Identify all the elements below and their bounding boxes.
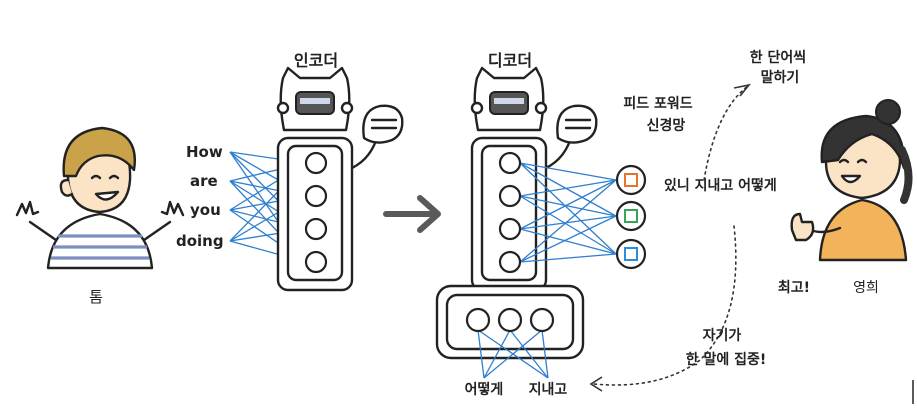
decoder-node-3 <box>498 250 522 274</box>
decoder-wire-0-2 <box>519 162 617 255</box>
decoder-input-word-2: 지내고 <box>529 382 568 398</box>
output-node-0 <box>615 164 647 196</box>
attention-note-arrow <box>589 225 737 392</box>
tom-figure <box>15 126 185 270</box>
decoder-wire-1-1 <box>519 195 617 217</box>
decoder-wire-0-0 <box>519 162 617 181</box>
decoder-wire-2-1 <box>519 215 617 230</box>
younghee-name-label: 영희 <box>853 280 879 296</box>
decoder-robot <box>435 66 598 360</box>
encoder-to-decoder-arrow <box>383 195 441 233</box>
encoder-nodes <box>304 151 328 274</box>
decoder-wire-3-0 <box>519 179 617 263</box>
word-by-word-arrow <box>703 83 752 181</box>
decoder-wire-1-2 <box>519 195 617 255</box>
encoder-node-0 <box>304 151 328 175</box>
decoder-input-wires <box>477 329 549 379</box>
base-node-0 <box>465 307 491 333</box>
decoder-nodes <box>498 151 522 274</box>
encoder-title: 인코더 <box>294 51 338 70</box>
output-node-1 <box>615 200 647 232</box>
decoder-wire-2-2 <box>519 228 617 255</box>
base-wire-2-0 <box>483 329 543 379</box>
output-node-2 <box>615 238 647 270</box>
decoder-input-word-1: 어떻게 <box>465 381 504 398</box>
encoder-node-1 <box>304 184 328 208</box>
base-wire-2-1 <box>541 329 549 379</box>
ffn-label-line2: 신경망 <box>647 117 686 134</box>
base-wire-0-0 <box>477 329 485 379</box>
output-square-1 <box>624 209 638 223</box>
decoder-node-1 <box>498 184 522 208</box>
word-by-word-line1: 한 단어씩 <box>750 49 806 66</box>
decoder-input-nodes <box>465 307 555 333</box>
decoder-wire-3-1 <box>519 215 617 263</box>
decoder-title: 디코더 <box>488 51 532 70</box>
ffn-label-line1: 피드 포워드 <box>623 96 692 112</box>
output-square-0 <box>624 173 638 187</box>
input-word-you: you <box>190 201 221 219</box>
base-wire-1-0 <box>483 329 511 379</box>
decoder-node-0 <box>498 151 522 175</box>
great-label: 최고! <box>778 280 810 296</box>
decoder-node-2 <box>498 217 522 241</box>
decoder-output-wires <box>519 162 617 263</box>
ffn-output-nodes <box>615 164 647 270</box>
younghee-figure <box>790 99 913 262</box>
input-words: How are you doing <box>176 143 224 250</box>
output-square-2 <box>624 247 638 261</box>
encoder-robot <box>276 66 404 292</box>
translated-output: 있니 지내고 어떻게 <box>664 177 777 194</box>
decoder-wire-2-0 <box>519 179 617 230</box>
attention-note-line2: 한 말에 집중! <box>686 351 767 368</box>
tom-name-label: 톰 <box>89 288 103 306</box>
decoder-wire-0-1 <box>519 162 617 217</box>
base-wire-1-1 <box>509 329 549 379</box>
decoder-wire-1-0 <box>519 179 617 197</box>
base-node-2 <box>529 307 555 333</box>
input-word-are: are <box>190 172 218 190</box>
input-word-doing: doing <box>176 232 224 250</box>
encoder-node-2 <box>304 217 328 241</box>
encoder-node-3 <box>304 250 328 274</box>
input-word-how: How <box>186 143 223 161</box>
decoder-wire-3-2 <box>519 253 617 263</box>
attention-note-line1: 자기가 <box>703 328 742 344</box>
word-by-word-line2: 말하기 <box>761 69 800 86</box>
base-node-1 <box>497 307 523 333</box>
